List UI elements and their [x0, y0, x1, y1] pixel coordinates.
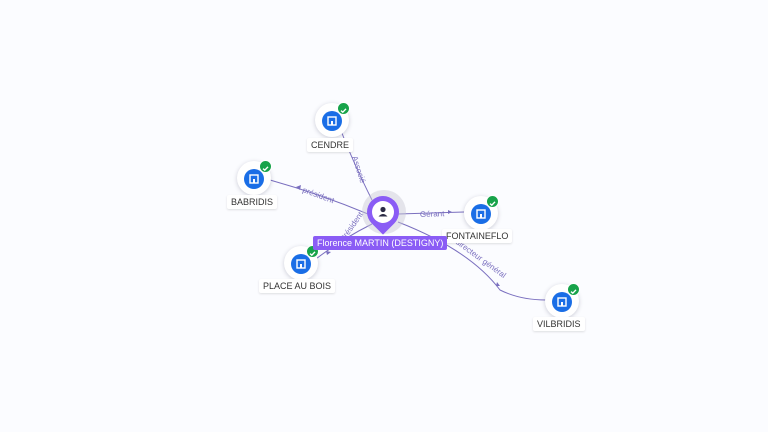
edge-fontaineflo: [397, 211, 465, 215]
edge-arrow-fontaineflo: [448, 210, 452, 214]
edge-label-babridis: président: [301, 185, 336, 205]
edge-babridis: [269, 179, 369, 215]
check-icon: [567, 283, 580, 296]
edge-arrow-babridis: [296, 185, 301, 190]
company-node-fontaineflo[interactable]: [464, 195, 499, 230]
building-icon: [471, 204, 491, 224]
edge-label-fontaineflo: Gérant: [420, 209, 446, 219]
person-icon: [372, 201, 394, 223]
building-icon: [552, 292, 572, 312]
company-label-vilbridis[interactable]: VILBRIDIS: [533, 317, 585, 331]
edge-label-cendre: Associé: [350, 155, 367, 185]
edge-cendre: [339, 127, 373, 201]
company-label-cendre[interactable]: CENDRE: [307, 138, 354, 152]
company-node-cendre[interactable]: [315, 102, 350, 137]
edge-arrow-place-au-bois: [326, 251, 331, 255]
company-node-babridis[interactable]: [237, 160, 272, 195]
check-icon: [259, 160, 272, 173]
edge-arrow-vilbridis: [496, 282, 500, 286]
building-icon: [244, 169, 264, 189]
company-node-vilbridis[interactable]: [545, 283, 580, 318]
building-icon: [322, 111, 342, 131]
company-label-babridis[interactable]: BABRIDIS: [227, 195, 278, 209]
edge-label-vilbridis: directeur général: [454, 237, 508, 280]
check-icon: [337, 102, 350, 115]
company-node-place-au-bois[interactable]: [284, 245, 319, 280]
building-icon: [291, 254, 311, 274]
company-label-place-au-bois[interactable]: PLACE AU BOIS: [259, 279, 336, 293]
person-label[interactable]: Florence MARTIN (DESTIGNY): [313, 236, 448, 250]
check-icon: [486, 195, 499, 208]
company-label-fontaineflo[interactable]: FONTAINEFLO: [442, 229, 513, 243]
